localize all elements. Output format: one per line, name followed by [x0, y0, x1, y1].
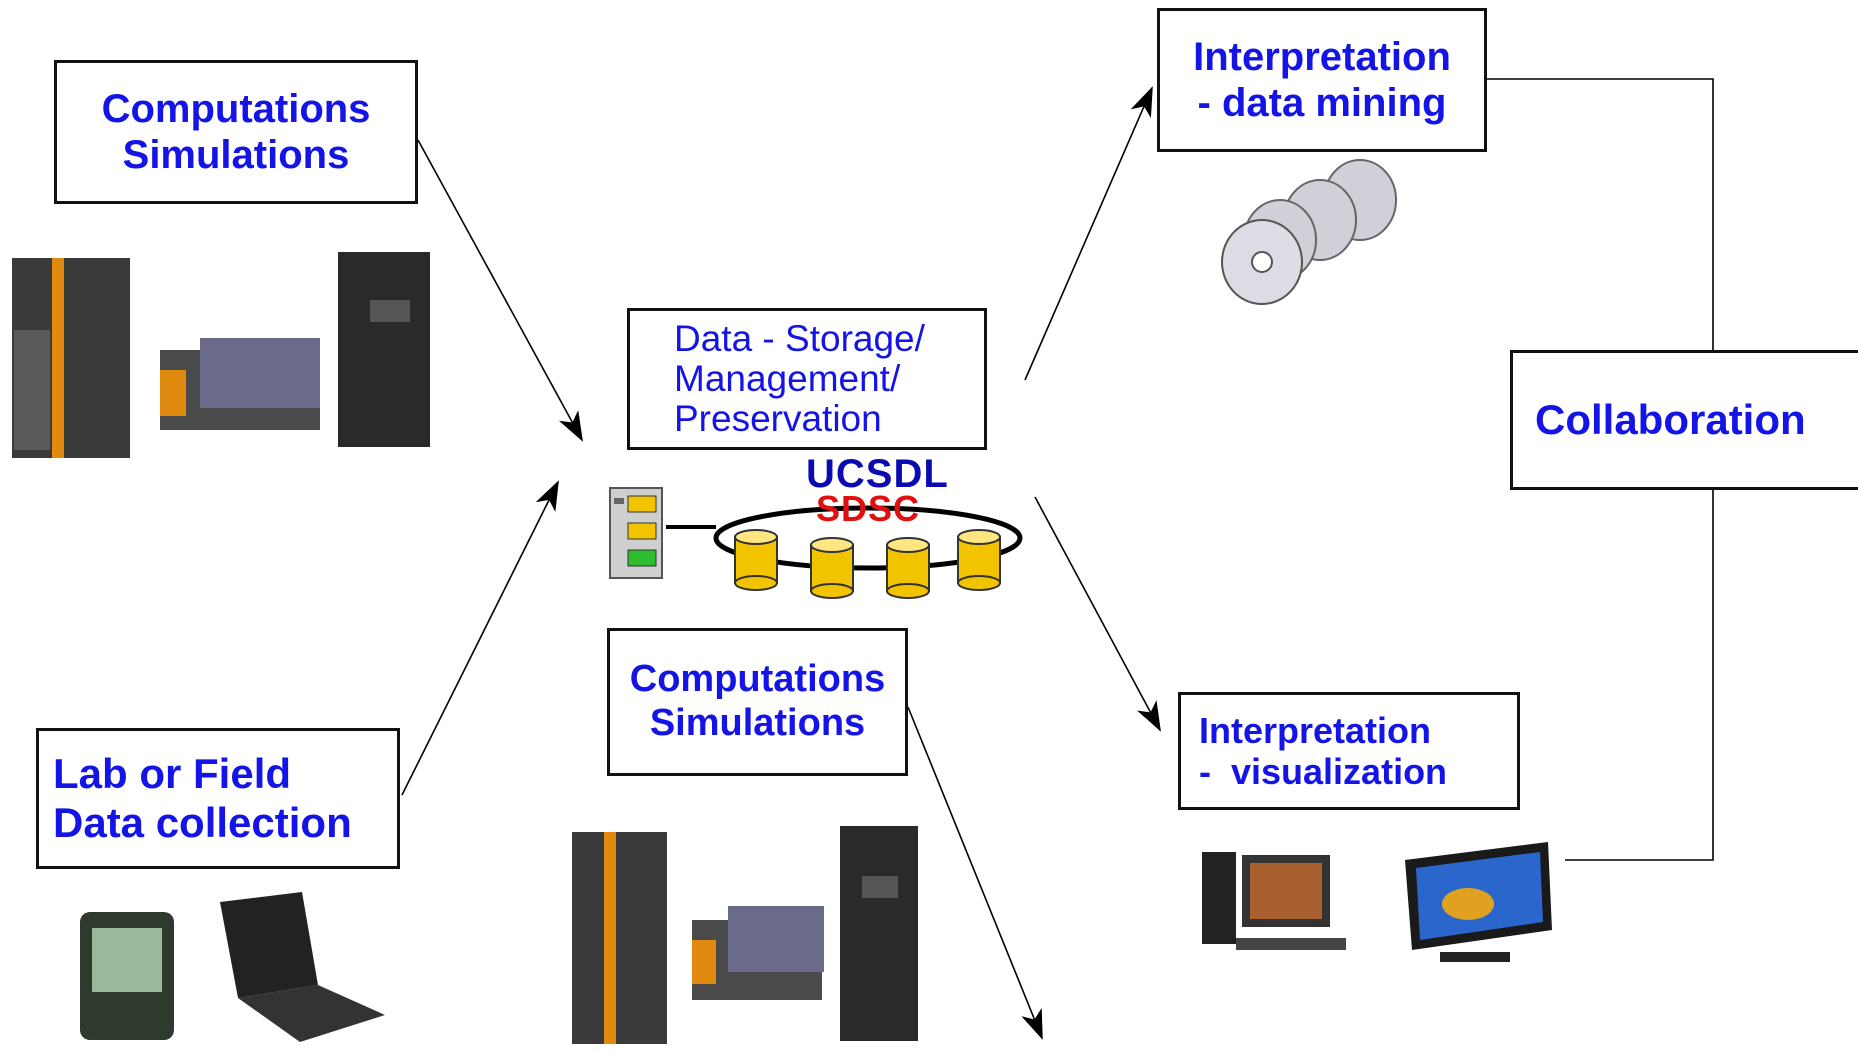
box-line: Interpretation [1199, 709, 1432, 751]
computations-simulations-box-top: Computations Simulations [54, 60, 418, 204]
arrow-labfield-to-storage [401, 480, 559, 796]
data-storage-box: Data - Storage/ Management/ Preservation [627, 308, 987, 450]
box-line: Data collection [53, 798, 352, 846]
collaboration-box: Collaboration [1510, 350, 1858, 490]
blade-server-icon [160, 338, 320, 430]
flat-monitor-icon [1405, 842, 1552, 962]
box-line: Lab or Field [53, 750, 292, 798]
collaboration-bracket-top [1487, 78, 1714, 350]
collaboration-bracket-bottom [1565, 490, 1714, 861]
box-line: Interpretation [1193, 35, 1451, 79]
storage-controller-icon [609, 487, 663, 579]
cd-stack-icon [1221, 159, 1397, 305]
collaboration-label: Collaboration [1535, 395, 1806, 443]
box-line: Management/ [674, 358, 901, 400]
box-line: - data mining [1197, 81, 1447, 125]
disk-cylinder-icon [957, 529, 1001, 591]
disk-cylinder-icon [810, 537, 854, 599]
disk-cylinder-icon [886, 537, 930, 599]
blade-server-icon [692, 906, 824, 1000]
box-line: Computations [101, 87, 371, 131]
supercomputer-tower-icon [12, 258, 130, 458]
interpretation-data-mining-box: Interpretation - data mining [1157, 8, 1487, 152]
arrow-computations-down [907, 706, 1043, 1040]
arrow-storage-to-visualization [1034, 496, 1161, 732]
box-line: - visualization [1199, 751, 1448, 792]
interpretation-visualization-box: Interpretation - visualization [1178, 692, 1520, 810]
workstation-icon [1202, 852, 1346, 950]
box-line: Data - Storage/ [674, 318, 925, 360]
ucsdl-label: UCSDL [806, 452, 949, 496]
lab-field-data-box: Lab or Field Data collection [36, 728, 400, 869]
pda-icon [80, 912, 174, 1040]
laptop-icon [220, 892, 385, 1042]
storage-ring [713, 505, 1023, 571]
box-line: Computations [629, 658, 886, 701]
box-line: Simulations [649, 702, 866, 744]
box-line: Preservation [674, 397, 882, 439]
arrow-computations-to-storage [417, 139, 583, 442]
disk-cylinder-icon [734, 529, 778, 591]
arrow-storage-to-mining [1024, 86, 1153, 381]
sdsc-label: SDSC [816, 488, 921, 529]
box-line: Simulations [122, 133, 350, 177]
server-rack-icon [840, 826, 918, 1041]
computations-simulations-box-bottom: Computations Simulations [607, 628, 908, 776]
supercomputer-tower-icon [572, 832, 667, 1044]
server-rack-icon [338, 252, 430, 447]
